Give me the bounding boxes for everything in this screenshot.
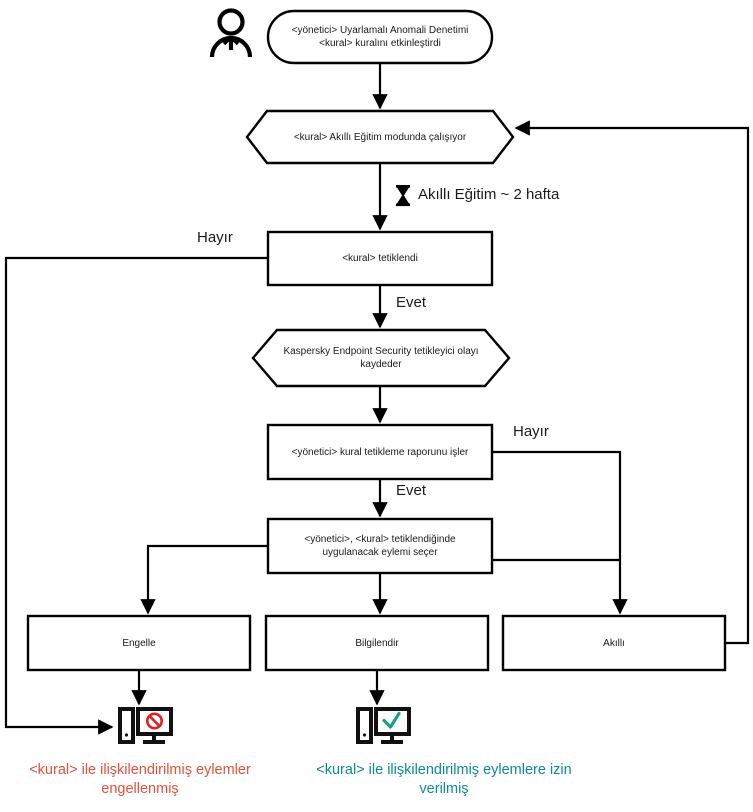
edge-admin-report-no-to-smart — [492, 450, 628, 615]
edge-label-no-from-trigger: Hayır — [197, 229, 233, 246]
smart-training-duration-label: Akıllı Eğitim ~ 2 hafta — [418, 186, 559, 204]
edge-label-yes-from-trigger: Evet — [396, 294, 427, 311]
outcome-blocked-caption-line1: <kural> ile ilişkilendirilmiş eylemler — [29, 762, 251, 778]
computer-allowed-icon — [356, 707, 411, 744]
person-icon — [209, 8, 253, 58]
node-rule-triggered-shape — [266, 230, 494, 287]
smart-training-duration-text: Akıllı Eğitim ~ 2 hafta — [418, 186, 560, 203]
outcome-allowed-caption-line1: <kural> ile ilişkilendirilmiş eylemlere … — [316, 762, 572, 778]
edge-label-no-from-report: Hayır — [513, 423, 549, 440]
node-action-smart-shape — [501, 614, 727, 672]
outcome-blocked-caption-line2: engellenmiş — [101, 781, 179, 797]
node-start-shape — [266, 9, 494, 65]
edge-smart-loopback-to-training — [514, 120, 750, 645]
outcome-allowed-caption: <kural> ile ilişkilendirilmiş eylemlere … — [294, 761, 594, 799]
computer-blocked-icon — [118, 707, 173, 744]
edge-label-yes-from-report: Evet — [396, 482, 427, 499]
node-kes-logs-event-shape — [251, 328, 511, 388]
node-admin-processes-report-shape — [266, 423, 494, 481]
outcome-blocked-caption: <kural> ile ilişkilendirilmiş eylemler e… — [5, 761, 275, 799]
node-smart-training-shape — [245, 109, 515, 165]
node-action-block-shape — [26, 614, 252, 672]
hourglass-icon — [396, 185, 410, 207]
node-action-inform-shape — [264, 614, 490, 672]
edge-rule-triggered-no-to-blocked — [4, 256, 268, 735]
edge-select-action-to-block — [140, 544, 268, 615]
outcome-allowed-caption-line2: verilmiş — [419, 781, 469, 797]
node-admin-selects-action-shape — [266, 517, 494, 575]
